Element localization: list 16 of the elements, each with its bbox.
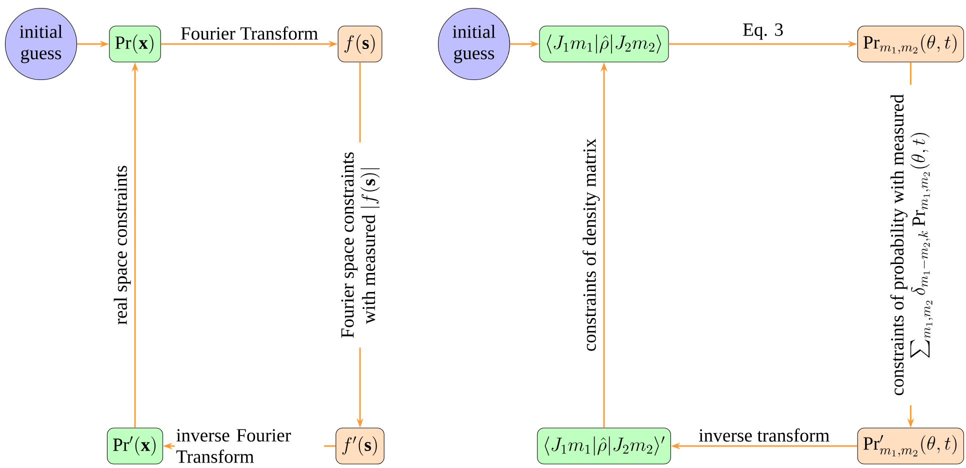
edge-label: inverse Fourier Transform — [174, 428, 324, 464]
process-box: $\Pr'_{m_1,m_2}(\theta,t)$ — [857, 428, 964, 464]
process-box: $f(\mathbf{s})$ — [338, 26, 382, 62]
process-box: $\Pr(\mathbf{x})$ — [109, 26, 161, 62]
edge-label: Fourier Transform — [181, 26, 318, 40]
process-box: $f'(\mathbf{s})$ — [336, 428, 384, 464]
edge-label: inverse transform — [698, 428, 830, 442]
process-box: $\langle J_1 m_1|\hat{\rho}|J_2 m_2\rangle'$ — [537, 428, 671, 464]
process-box: $\Pr'(\mathbf{x})$ — [106, 428, 164, 464]
edge-label: $\begin{array}{c}\text{Fourier space constraints}\\ \text{with measured }|f(\mathbf{s})|\end{array}$ — [336, 142, 384, 348]
edge-label: constraints of density matrix — [582, 138, 600, 351]
process-box: $\Pr_{m_1,m_2}(\theta,t)$ — [857, 26, 964, 62]
edge-label: real space constraints — [114, 166, 131, 324]
edge-label: Eq. 3 — [743, 23, 783, 40]
process-box: $\langle J_1 m_1|\hat{\rho}|J_2 m_2\rangle$ — [539, 26, 669, 62]
edge-label: $\begin{array}{c}\text{constraints of probability with measured}\\ \sum_{m_1,m_2}\delta_{m_1-m_2,k}\Pr_{m_1,m_2}(\theta,t)\end{array}$ — [886, 84, 936, 406]
